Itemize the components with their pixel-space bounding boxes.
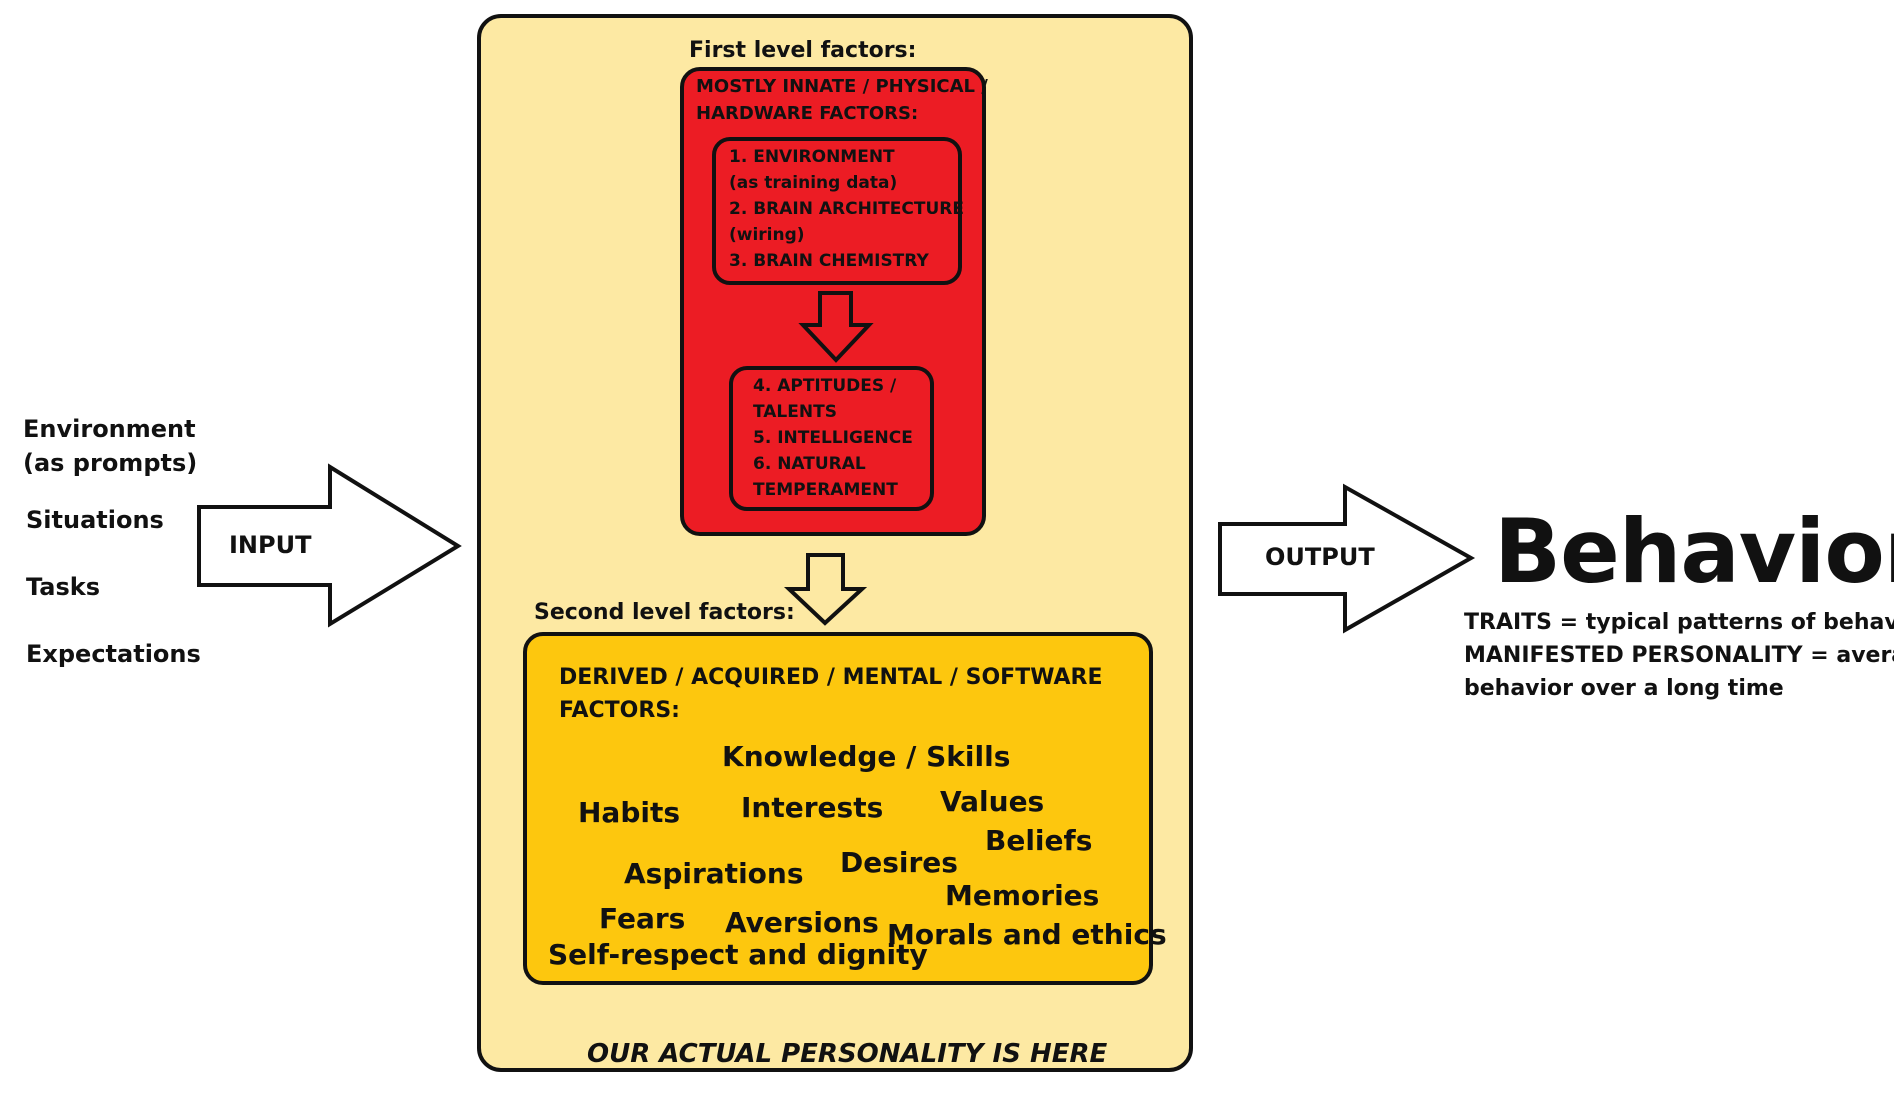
output-arrow-label: OUTPUT: [1265, 543, 1375, 571]
factor-interests: Interests: [741, 791, 884, 824]
innate-item: TEMPERAMENT: [753, 480, 898, 500]
input-tasks: Tasks: [26, 573, 101, 601]
factor-aspirations: Aspirations: [624, 857, 804, 890]
factor-values: Values: [940, 785, 1045, 818]
input-environment-line1: Environment: [23, 415, 196, 443]
factor-morals: Morals and ethics: [887, 918, 1167, 951]
factor-memories: Memories: [945, 879, 1100, 912]
innate-item: 4. APTITUDES /: [753, 376, 897, 396]
behavior-title: Behavior: [1494, 500, 1894, 603]
factor-self-respect: Self-respect and dignity: [548, 938, 928, 971]
innate-item: (as training data): [729, 173, 898, 193]
innate-item: 1. ENVIRONMENT: [729, 147, 895, 167]
input-arrow-label: INPUT: [229, 531, 312, 559]
factor-aversions: Aversions: [725, 906, 879, 939]
innate-item: 2. BRAIN ARCHITECTURE: [729, 199, 964, 219]
factor-beliefs: Beliefs: [985, 824, 1093, 857]
innate-title-line1: MOSTLY INNATE / PHYSICAL /: [696, 76, 988, 97]
behavior-note-line1: TRAITS = typical patterns of behavior: [1464, 610, 1894, 635]
derived-title-line1: DERIVED / ACQUIRED / MENTAL / SOFTWARE: [559, 665, 1103, 690]
innate-group-1-box: [712, 137, 962, 285]
factor-fears: Fears: [599, 902, 686, 935]
factor-desires: Desires: [840, 846, 958, 879]
innate-title-line2: HARDWARE FACTORS:: [696, 103, 919, 124]
innate-item: 6. NATURAL: [753, 454, 866, 474]
innate-group-2-box: [729, 366, 934, 511]
innate-item: 3. BRAIN CHEMISTRY: [729, 251, 929, 271]
input-expectations: Expectations: [26, 640, 201, 668]
second-level-heading: Second level factors:: [534, 600, 795, 625]
derived-title-line2: FACTORS:: [559, 698, 680, 723]
innate-item: 5. INTELLIGENCE: [753, 428, 913, 448]
personality-footer: OUR ACTUAL PERSONALITY IS HERE: [587, 1039, 1108, 1069]
input-situations: Situations: [26, 506, 164, 534]
derived-factors-box: [523, 632, 1153, 985]
innate-item: (wiring): [729, 225, 805, 245]
factor-knowledge: Knowledge / Skills: [722, 740, 1011, 773]
behavior-note-line2: MANIFESTED PERSONALITY = average: [1464, 643, 1894, 668]
input-environment-line2: (as prompts): [23, 449, 198, 477]
behavior-note-line3: behavior over a long time: [1464, 676, 1784, 701]
innate-item: TALENTS: [753, 402, 837, 422]
first-level-heading: First level factors:: [689, 38, 917, 63]
factor-habits: Habits: [578, 796, 681, 829]
